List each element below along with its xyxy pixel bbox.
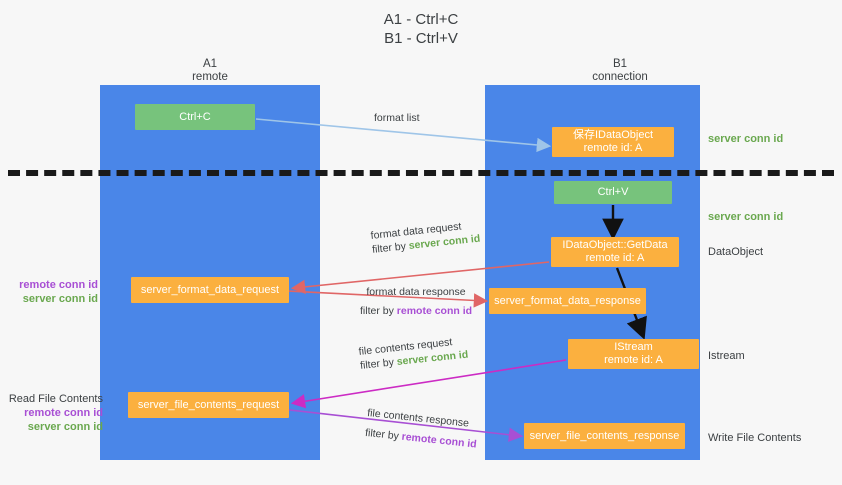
annotation-istream: Istream xyxy=(708,350,745,362)
annotation-read-file-contents: Read File Contents xyxy=(8,393,103,405)
node-server-format-data-request[interactable]: server_format_data_request xyxy=(131,277,289,303)
node-file-resp-label: server_file_contents_response xyxy=(529,429,680,442)
edge-label-filter-prefix-3: filter by xyxy=(359,356,398,372)
lane-header-b1: B1 connection xyxy=(592,58,648,83)
edge-label-format-data-response: format data response filter by remote co… xyxy=(360,285,472,318)
annotation-remote-conn-id-2: remote conn id xyxy=(24,407,103,419)
edge-label-file-contents-response: file contents response filter by remote … xyxy=(364,406,479,452)
edge-label-filter-value-4: remote conn id xyxy=(401,430,478,451)
page-title: A1 - Ctrl+C B1 - Ctrl+V xyxy=(383,11,459,47)
node-ctrl-v-label: Ctrl+V xyxy=(597,186,629,198)
node-fmt-resp-label: server_format_data_response xyxy=(494,294,641,307)
lane-header-a1: A1 remote xyxy=(192,58,228,83)
edge-label-filter-prefix-1: filter by xyxy=(371,240,410,256)
edge-label-filter-prefix-4: filter by xyxy=(364,426,403,443)
edge-label-format-list: format list xyxy=(374,111,420,125)
edge-label-format-list-text: format list xyxy=(374,112,420,124)
node-istream[interactable]: IStream remote id: A xyxy=(568,339,699,369)
node-idataobject[interactable]: 保存IDataObject remote id: A xyxy=(552,127,674,157)
phase-divider xyxy=(8,170,834,176)
node-getdata-label: IDataObject::GetData xyxy=(562,239,668,251)
node-getdata-sublabel: remote id: A xyxy=(585,252,645,264)
annotation-server-conn-id-second: server conn id xyxy=(708,211,784,223)
annotation-server-conn-id-4: server conn id xyxy=(27,421,103,433)
edge-label-file-contents-request: file contents request filter by server c… xyxy=(358,334,469,373)
edge-label-filter-value-2: remote conn id xyxy=(396,305,473,317)
node-idataobject-label: 保存IDataObject xyxy=(572,129,654,141)
node-server-file-contents-response[interactable]: server_file_contents_response xyxy=(524,423,685,449)
annotation-conn-id-group-file: Read File Contents remote conn id server… xyxy=(8,392,103,434)
annotation-server-conn-id-3: server conn id xyxy=(22,293,98,305)
node-server-file-contents-request[interactable]: server_file_contents_request xyxy=(128,392,289,418)
annotation-conn-id-group-format: remote conn id server conn id xyxy=(8,278,98,306)
node-istream-sublabel: remote id: A xyxy=(604,354,663,366)
node-idataobject-getdata[interactable]: IDataObject::GetData remote id: A xyxy=(551,237,679,267)
node-idataobject-sublabel: remote id: A xyxy=(583,142,643,154)
annotation-server-conn-id-top: server conn id xyxy=(708,133,784,145)
node-ctrl-c-label: Ctrl+C xyxy=(179,110,211,123)
edge-label-format-data-response-text: format data response xyxy=(366,286,466,298)
node-server-format-data-response[interactable]: server_format_data_response xyxy=(489,288,646,314)
node-ctrl-c[interactable]: Ctrl+C xyxy=(135,104,255,130)
node-istream-label: IStream xyxy=(614,341,653,353)
annotation-dataobject: DataObject xyxy=(708,246,764,258)
edge-label-filter-prefix-2: filter by xyxy=(360,305,397,317)
node-fmt-req-label: server_format_data_request xyxy=(140,283,280,296)
edge-label-format-data-request: format data request filter by server con… xyxy=(370,218,481,257)
node-file-req-label: server_file_contents_request xyxy=(137,398,280,411)
node-ctrl-v[interactable]: Ctrl+V xyxy=(554,181,672,204)
annotation-write-file-contents: Write File Contents xyxy=(708,432,802,444)
annotation-remote-conn-id-1: remote conn id xyxy=(19,279,98,291)
